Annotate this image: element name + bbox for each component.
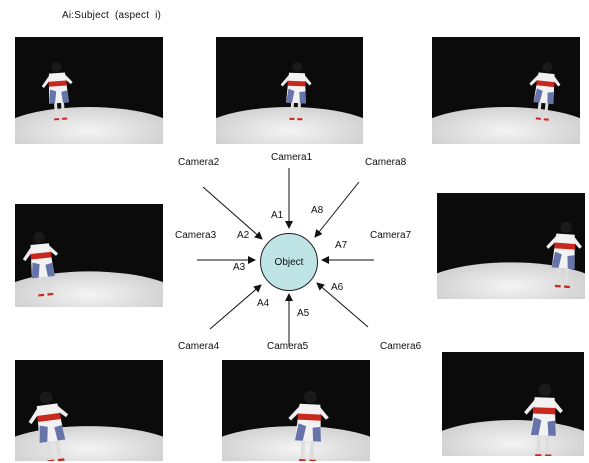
- object-circle: Object: [260, 233, 318, 291]
- photo-camera8: [432, 37, 580, 144]
- camera5-label: Camera5: [267, 341, 309, 352]
- figure-title: Ai:Subject (aspect i): [62, 10, 162, 21]
- photo-camera2: [15, 37, 163, 144]
- aspect-a4-label: A4: [257, 298, 270, 309]
- photo-camera4: [15, 360, 163, 461]
- camera2-label: Camera2: [178, 157, 220, 168]
- photo-camera3: [15, 204, 163, 307]
- aspect-a5-label: A5: [297, 308, 310, 319]
- camera4-label: Camera4: [178, 341, 220, 352]
- photo-camera5: [222, 360, 370, 461]
- object-label: Object: [274, 256, 304, 268]
- camera1-label: Camera1: [271, 152, 313, 163]
- camera6-label: Camera6: [380, 341, 422, 352]
- aspect-a1-label: A1: [271, 210, 284, 221]
- arrow-camera4: [209, 284, 262, 330]
- photo-camera7: [437, 193, 585, 299]
- aspect-a2-label: A2: [237, 230, 250, 241]
- aspect-a6-label: A6: [331, 282, 344, 293]
- photo-camera1: [216, 37, 363, 144]
- aspect-a3-label: A3: [233, 262, 246, 273]
- camera7-label: Camera7: [370, 230, 412, 241]
- camera3-label: Camera3: [175, 230, 217, 241]
- aspect-a7-label: A7: [335, 240, 348, 251]
- camera8-label: Camera8: [365, 157, 407, 168]
- aspect-a8-label: A8: [311, 205, 324, 216]
- photo-camera6: [442, 352, 584, 456]
